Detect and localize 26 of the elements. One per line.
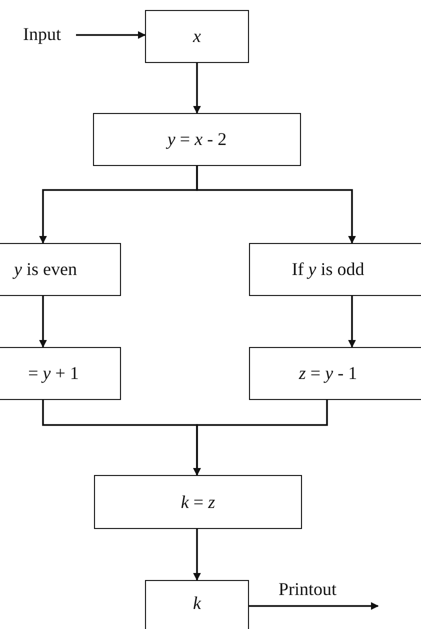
formula-text: k — [193, 593, 201, 614]
process-box — [0, 347, 121, 400]
edge-label: Printout — [278, 580, 338, 598]
formula-text: k = z — [180, 492, 216, 512]
arrow — [39, 296, 47, 348]
process-box — [93, 113, 301, 166]
arrow — [348, 296, 356, 348]
arrow — [76, 31, 146, 39]
arrow — [193, 400, 328, 476]
formula-text: If y is odd — [292, 259, 364, 280]
process-box — [145, 580, 249, 629]
process-box — [145, 10, 249, 63]
label-text: Input — [23, 24, 61, 44]
formula-text: x — [193, 26, 201, 47]
formula-text: = y + 1 — [28, 363, 79, 384]
arrow — [249, 602, 379, 610]
process-box — [94, 475, 302, 529]
formula-text: z = y - 1 — [298, 363, 358, 384]
process-box — [249, 347, 421, 400]
arrow — [193, 529, 201, 581]
process-box — [249, 243, 421, 296]
formula-text: y is even — [14, 259, 77, 280]
process-box — [0, 243, 121, 296]
arrow — [196, 166, 356, 244]
formula-text: y = x - 2 — [167, 129, 227, 150]
arrow — [193, 63, 201, 114]
